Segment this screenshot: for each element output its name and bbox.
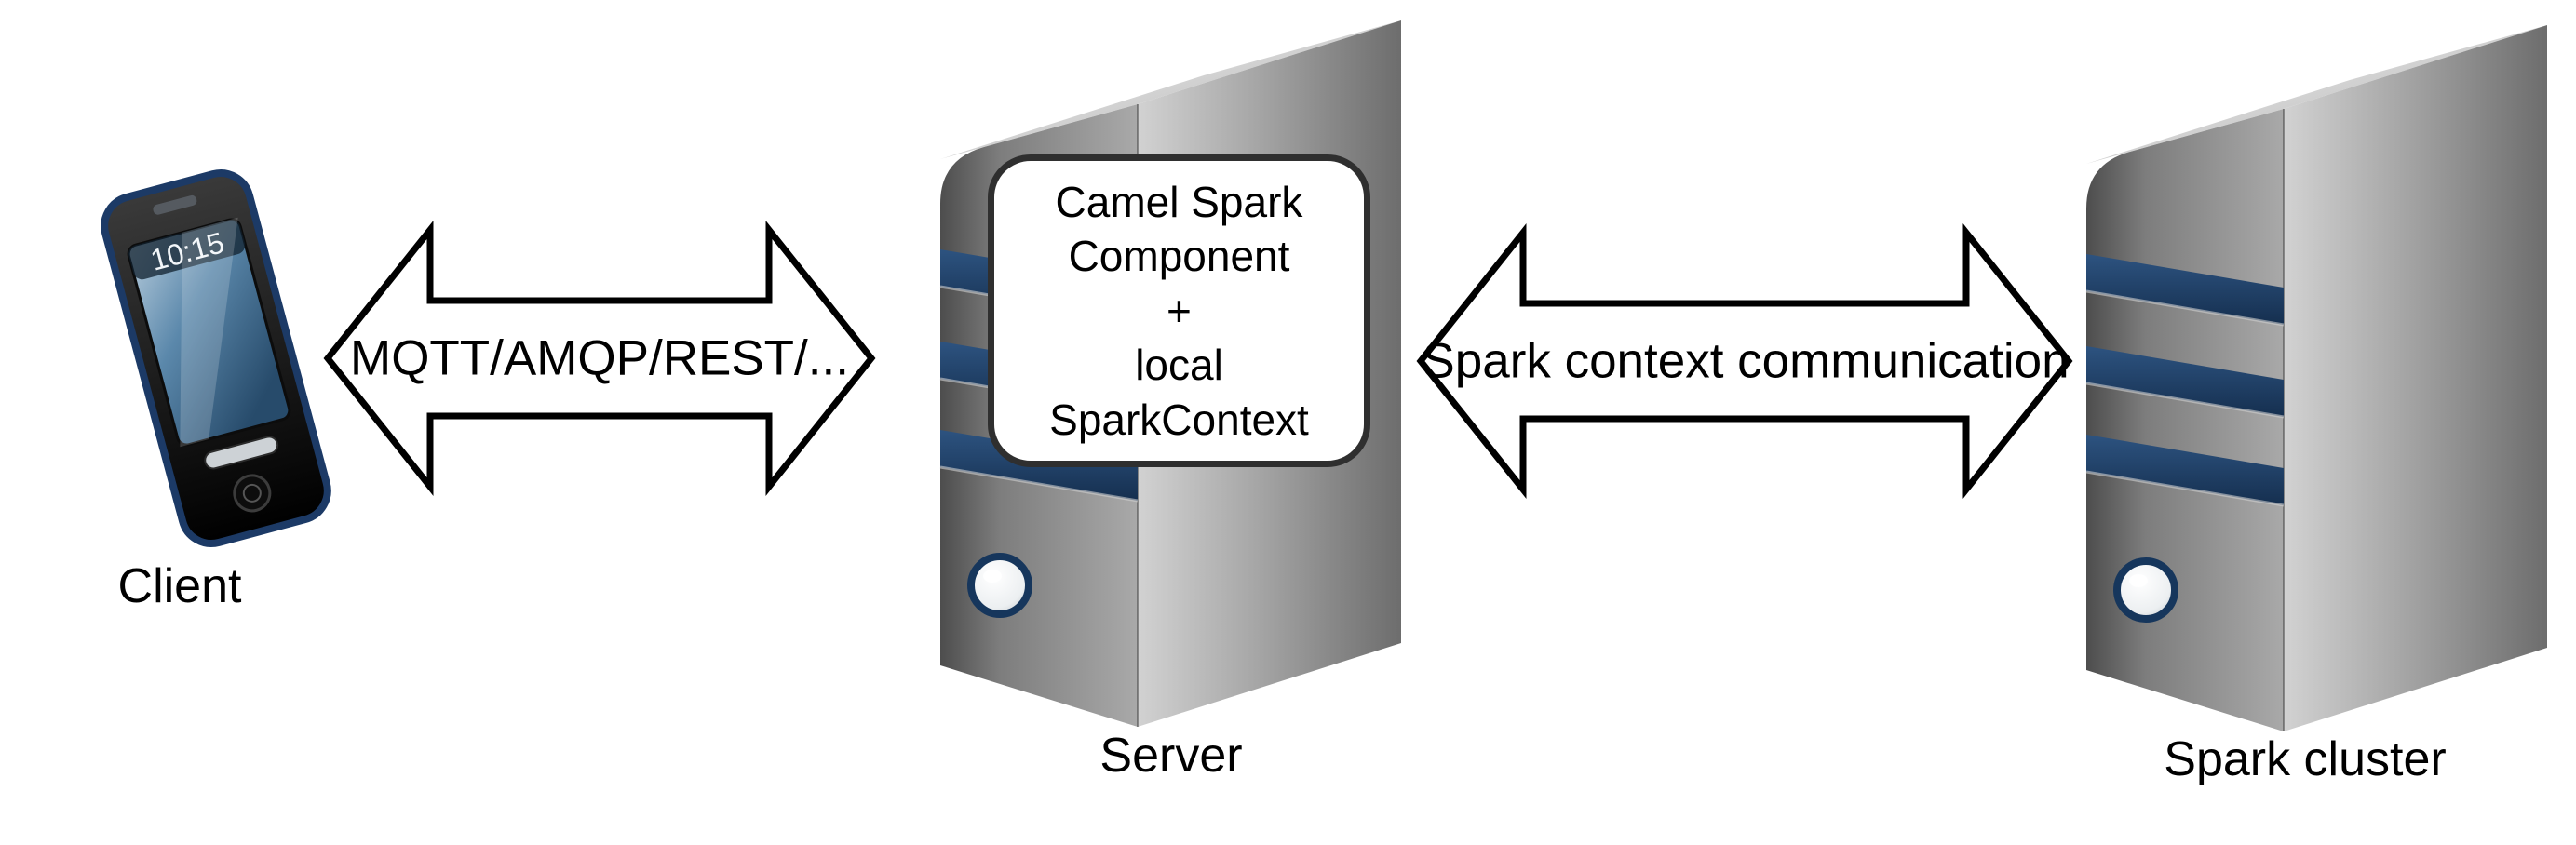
phone-statusbar [128,219,246,280]
phone-home-button [233,474,272,513]
spark-cluster-label: Spark cluster [2164,732,2447,786]
arrow-client-server [323,220,876,497]
phone-screen-glare [180,217,238,448]
edge-label-server-cluster: Spark context communication [1422,333,2070,389]
phone-speaker-slot [204,436,279,470]
server-label: Server [1099,729,1243,783]
server-callout: Camel Spark Component + local SparkConte… [988,154,1370,467]
client-label: Client [117,559,242,613]
edge-label-client-server: MQTT/AMQP/REST/... [350,330,849,386]
phone-earpiece [153,194,197,215]
client-phone: 10:15 [101,169,331,547]
arrow-server-cluster [1416,222,2073,500]
spark-cluster-tower [2086,25,2547,731]
phone-home-button-ring [242,483,262,503]
